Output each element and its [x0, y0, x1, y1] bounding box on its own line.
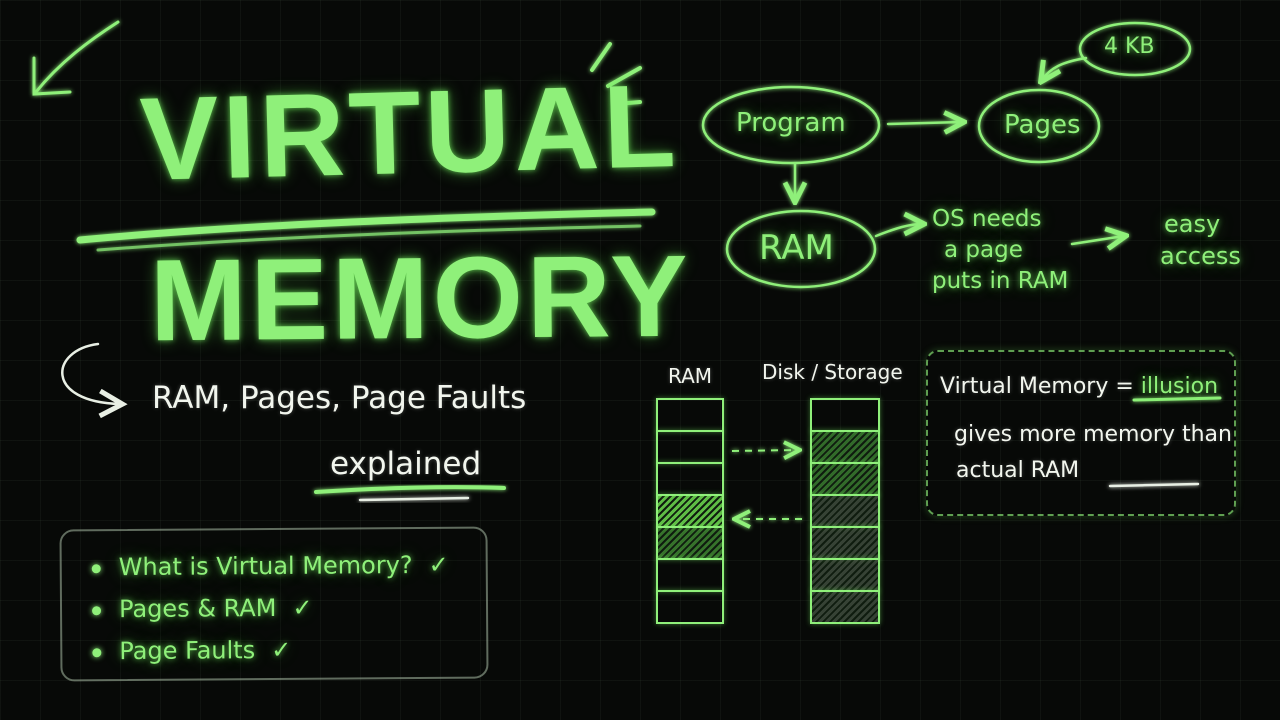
- subtitle-explained: explained: [330, 446, 482, 482]
- bullet-icon: [91, 563, 101, 573]
- illusion-line-2: gives more memory than: [954, 422, 1232, 447]
- memory-cell: [656, 526, 724, 560]
- checklist-item-label: What is Virtual Memory?: [118, 551, 413, 582]
- checklist-item: What is Virtual Memory? ✓: [91, 550, 449, 582]
- memory-cell: [656, 462, 724, 496]
- ram-column: [656, 398, 724, 624]
- ram-label: RAM: [759, 228, 834, 268]
- illusion-line-3: actual RAM: [956, 458, 1080, 483]
- flow-diagram: [701, 21, 1192, 289]
- explained-underline: [314, 485, 506, 502]
- memory-cell: [810, 558, 880, 592]
- illusion-emphasis: illusion: [1140, 374, 1219, 399]
- os-note-line: puts in RAM: [932, 268, 1069, 295]
- checklist-item: Page Faults ✓: [92, 636, 291, 665]
- program-label: Program: [736, 108, 846, 138]
- ram-to-disk-arrow: [731, 450, 798, 451]
- page-size-node: [1078, 21, 1192, 77]
- memory-cell: [810, 462, 880, 496]
- program-node: [701, 85, 881, 165]
- program-to-pages-arrow: [886, 122, 962, 124]
- page-size-label: 4 KB: [1104, 34, 1155, 59]
- sparkle-icon: [590, 42, 642, 106]
- access-note-line: access: [1160, 242, 1241, 271]
- corner-arrow-icon: [32, 20, 120, 96]
- access-note: easy access: [1160, 208, 1241, 273]
- disk-column: [810, 398, 880, 624]
- illusion-box: Virtual Memory = illusion gives more mem…: [926, 350, 1236, 516]
- subtitle-arrow-icon: [61, 342, 120, 404]
- os-note-line: OS needs: [932, 206, 1042, 232]
- memory-cell: [810, 526, 880, 560]
- checklist-item: Pages & RAM ✓: [92, 594, 313, 624]
- os-note-line: a page: [944, 237, 1023, 264]
- illusion-underlines: [1108, 396, 1222, 488]
- title-line-2: MEMORY: [149, 230, 693, 366]
- memory-cell: [656, 430, 724, 464]
- title-line-1: VIRTUAL: [138, 59, 681, 207]
- memory-cell: [810, 590, 880, 624]
- memory-cell: [810, 494, 880, 528]
- checklist-item-label: Page Faults: [119, 636, 256, 666]
- title-underline: [76, 208, 656, 252]
- memory-cell: [810, 430, 880, 464]
- illusion-line-1: Virtual Memory = illusion: [940, 374, 1218, 399]
- memory-cell: [656, 558, 724, 592]
- bullet-icon: [92, 647, 102, 657]
- pages-node: [977, 88, 1101, 164]
- os-note: OS needs a page puts in RAM: [932, 204, 1068, 297]
- memory-cell: [810, 398, 880, 432]
- ram-to-note-arrow: [874, 224, 922, 238]
- disk-column-label: Disk / Storage: [762, 360, 903, 384]
- transfer-arrows: [731, 450, 802, 519]
- subtitle: RAM, Pages, Page Faults: [152, 380, 527, 416]
- check-icon: ✓: [292, 593, 313, 622]
- check-icon: ✓: [428, 550, 449, 579]
- size-to-pages-arrow: [1042, 56, 1088, 80]
- illusion-prefix: Virtual Memory =: [940, 374, 1141, 399]
- memory-cell: [656, 494, 724, 528]
- pages-label: Pages: [1004, 110, 1081, 140]
- checklist-item-label: Pages & RAM: [118, 593, 277, 624]
- checklist-box: What is Virtual Memory? ✓ Pages & RAM ✓ Pa…: [59, 526, 489, 682]
- memory-cell: [656, 590, 724, 624]
- memory-cell: [656, 398, 724, 432]
- bullet-icon: [92, 605, 102, 615]
- check-icon: ✓: [271, 635, 292, 665]
- ram-column-label: RAM: [668, 364, 713, 388]
- access-note-line: easy: [1164, 210, 1221, 238]
- note-to-access-arrow: [1070, 236, 1124, 244]
- ram-node: [725, 209, 877, 289]
